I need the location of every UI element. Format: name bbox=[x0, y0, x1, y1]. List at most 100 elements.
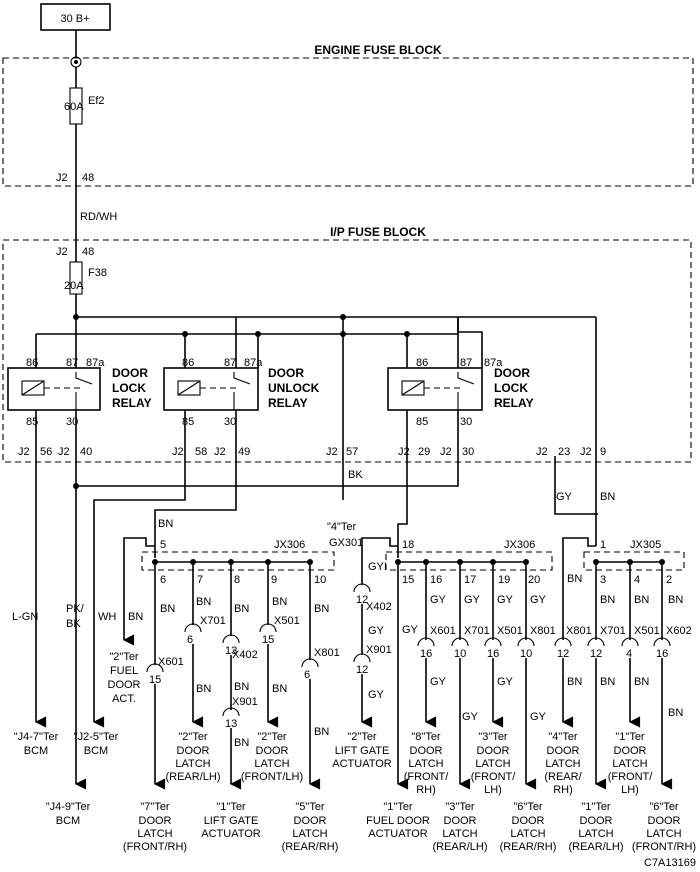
svg-text:DOOR: DOOR bbox=[139, 815, 172, 827]
svg-text:GY: GY bbox=[556, 491, 573, 503]
svg-text:9: 9 bbox=[600, 446, 606, 458]
svg-text:X801: X801 bbox=[314, 647, 340, 659]
svg-text:LATCH: LATCH bbox=[442, 828, 477, 840]
svg-text:12: 12 bbox=[356, 594, 368, 606]
svg-text:"6"Ter: "6"Ter bbox=[513, 801, 543, 813]
svg-text:87a: 87a bbox=[244, 357, 263, 369]
svg-text:FUEL DOOR: FUEL DOOR bbox=[366, 815, 430, 827]
svg-text:X501: X501 bbox=[497, 625, 523, 637]
svg-text:DOOR: DOOR bbox=[648, 815, 681, 827]
svg-text:DOOR: DOOR bbox=[512, 815, 545, 827]
svg-text:BN: BN bbox=[234, 681, 249, 693]
svg-text:30: 30 bbox=[224, 416, 236, 428]
svg-text:X402: X402 bbox=[232, 649, 258, 661]
svg-text:"1"Ter: "1"Ter bbox=[216, 801, 246, 813]
battery-source-label: 30 B+ bbox=[60, 13, 89, 25]
svg-text:LATCH: LATCH bbox=[175, 758, 210, 770]
svg-text:"2"Ter: "2"Ter bbox=[257, 731, 287, 743]
svg-text:"5"Ter: "5"Ter bbox=[295, 801, 325, 813]
svg-text:30: 30 bbox=[462, 446, 474, 458]
svg-text:BN: BN bbox=[567, 676, 582, 688]
svg-text:13: 13 bbox=[225, 718, 237, 730]
svg-text:86: 86 bbox=[26, 357, 38, 369]
svg-text:LATCH: LATCH bbox=[578, 828, 613, 840]
svg-text:12: 12 bbox=[356, 664, 368, 676]
svg-text:X501: X501 bbox=[274, 615, 300, 627]
svg-text:X501: X501 bbox=[634, 625, 660, 637]
svg-text:GY: GY bbox=[430, 594, 447, 606]
dest-fuel-door-act: "2"Ter FUEL DOOR ACT. bbox=[108, 651, 141, 705]
svg-text:LOCK: LOCK bbox=[494, 381, 528, 395]
svg-text:RELAY: RELAY bbox=[494, 396, 534, 410]
dest-j4-7-bcm: "J4-7"Ter BCM bbox=[14, 731, 59, 757]
svg-text:FUEL: FUEL bbox=[110, 665, 138, 677]
svg-text:GY: GY bbox=[430, 676, 447, 688]
svg-text:DOOR: DOOR bbox=[444, 815, 477, 827]
svg-text:4: 4 bbox=[634, 574, 640, 586]
svg-text:BN: BN bbox=[234, 737, 249, 749]
svg-text:(REAR/LH): (REAR/LH) bbox=[165, 771, 220, 783]
dest-door-latch-rear-lh-3: "3"Ter DOOR LATCH (REAR/LH) bbox=[432, 801, 487, 853]
ip-fuse-block-title: I/P FUSE BLOCK bbox=[330, 225, 426, 239]
dest-door-latch-rear-rh-4: "4"Ter DOOR LATCH (REAR/ RH) bbox=[544, 731, 582, 796]
svg-text:DOOR: DOOR bbox=[268, 366, 304, 380]
svg-text:LATCH: LATCH bbox=[646, 828, 681, 840]
svg-text:X601: X601 bbox=[158, 656, 184, 668]
svg-text:BN: BN bbox=[128, 611, 143, 623]
svg-text:F38: F38 bbox=[88, 267, 107, 279]
svg-text:16: 16 bbox=[420, 648, 432, 660]
svg-text:X901: X901 bbox=[232, 696, 258, 708]
svg-text:UNLOCK: UNLOCK bbox=[268, 381, 320, 395]
svg-text:49: 49 bbox=[238, 446, 250, 458]
svg-text:"2"Ter: "2"Ter bbox=[347, 731, 377, 743]
svg-text:7: 7 bbox=[197, 574, 203, 586]
svg-text:29: 29 bbox=[418, 446, 430, 458]
svg-text:BN: BN bbox=[272, 596, 287, 608]
svg-text:(REAR/LH): (REAR/LH) bbox=[432, 841, 487, 853]
svg-text:4: 4 bbox=[626, 648, 632, 660]
svg-text:LH): LH) bbox=[484, 784, 502, 796]
svg-text:LATCH: LATCH bbox=[545, 758, 580, 770]
svg-text:19: 19 bbox=[498, 574, 510, 586]
svg-text:PK/: PK/ bbox=[66, 603, 85, 615]
svg-text:16: 16 bbox=[430, 574, 442, 586]
dest-door-latch-rear-lh-2: "2"Ter DOOR LATCH (REAR/LH) bbox=[165, 731, 220, 783]
svg-text:ACTUATOR: ACTUATOR bbox=[368, 828, 428, 840]
svg-text:(REAR/: (REAR/ bbox=[544, 771, 582, 783]
svg-text:BN: BN bbox=[196, 596, 211, 608]
svg-text:J2: J2 bbox=[326, 446, 338, 458]
svg-text:DOOR: DOOR bbox=[112, 366, 148, 380]
svg-text:ACTUATOR: ACTUATOR bbox=[201, 828, 261, 840]
svg-text:2: 2 bbox=[666, 574, 672, 586]
svg-text:BN: BN bbox=[314, 726, 329, 738]
dest-door-latch-front-lh-2: "2"Ter DOOR LATCH (FRONT/LH) bbox=[241, 731, 303, 783]
svg-text:RH): RH) bbox=[416, 784, 436, 796]
svg-text:JX306: JX306 bbox=[274, 539, 305, 551]
svg-text:J2: J2 bbox=[56, 172, 68, 184]
relay-door-unlock: 86 87 87a 85 30 DOOR UNLOCK RELAY bbox=[163, 357, 320, 428]
svg-text:87: 87 bbox=[460, 357, 472, 369]
svg-text:DOOR: DOOR bbox=[494, 366, 530, 380]
svg-text:15: 15 bbox=[402, 574, 414, 586]
svg-text:"1"Ter: "1"Ter bbox=[615, 731, 645, 743]
svg-text:"1"Ter: "1"Ter bbox=[581, 801, 611, 813]
svg-text:J2: J2 bbox=[580, 446, 592, 458]
wire-color-rd-wh: RD/WH bbox=[80, 211, 117, 223]
svg-text:3: 3 bbox=[600, 574, 606, 586]
svg-text:DOOR: DOOR bbox=[410, 745, 443, 757]
dest-door-latch-front-rh-8: "8"Ter DOOR LATCH (FRONT/ RH) bbox=[404, 731, 450, 796]
svg-text:"J2-5"Ter: "J2-5"Ter bbox=[74, 731, 119, 743]
svg-text:GY: GY bbox=[530, 594, 547, 606]
svg-text:8: 8 bbox=[234, 574, 240, 586]
svg-text:Ef2: Ef2 bbox=[88, 95, 105, 107]
dest-j2-5-bcm: "J2-5"Ter BCM bbox=[74, 731, 119, 757]
svg-text:85: 85 bbox=[182, 416, 194, 428]
svg-text:15: 15 bbox=[262, 634, 274, 646]
svg-text:"2"Ter: "2"Ter bbox=[109, 651, 139, 663]
svg-text:(FRONT/: (FRONT/ bbox=[608, 771, 654, 783]
svg-text:58: 58 bbox=[195, 446, 207, 458]
svg-text:BN: BN bbox=[567, 573, 582, 585]
svg-text:ACT.: ACT. bbox=[112, 693, 136, 705]
svg-text:X801: X801 bbox=[530, 625, 556, 637]
svg-text:30: 30 bbox=[66, 416, 78, 428]
